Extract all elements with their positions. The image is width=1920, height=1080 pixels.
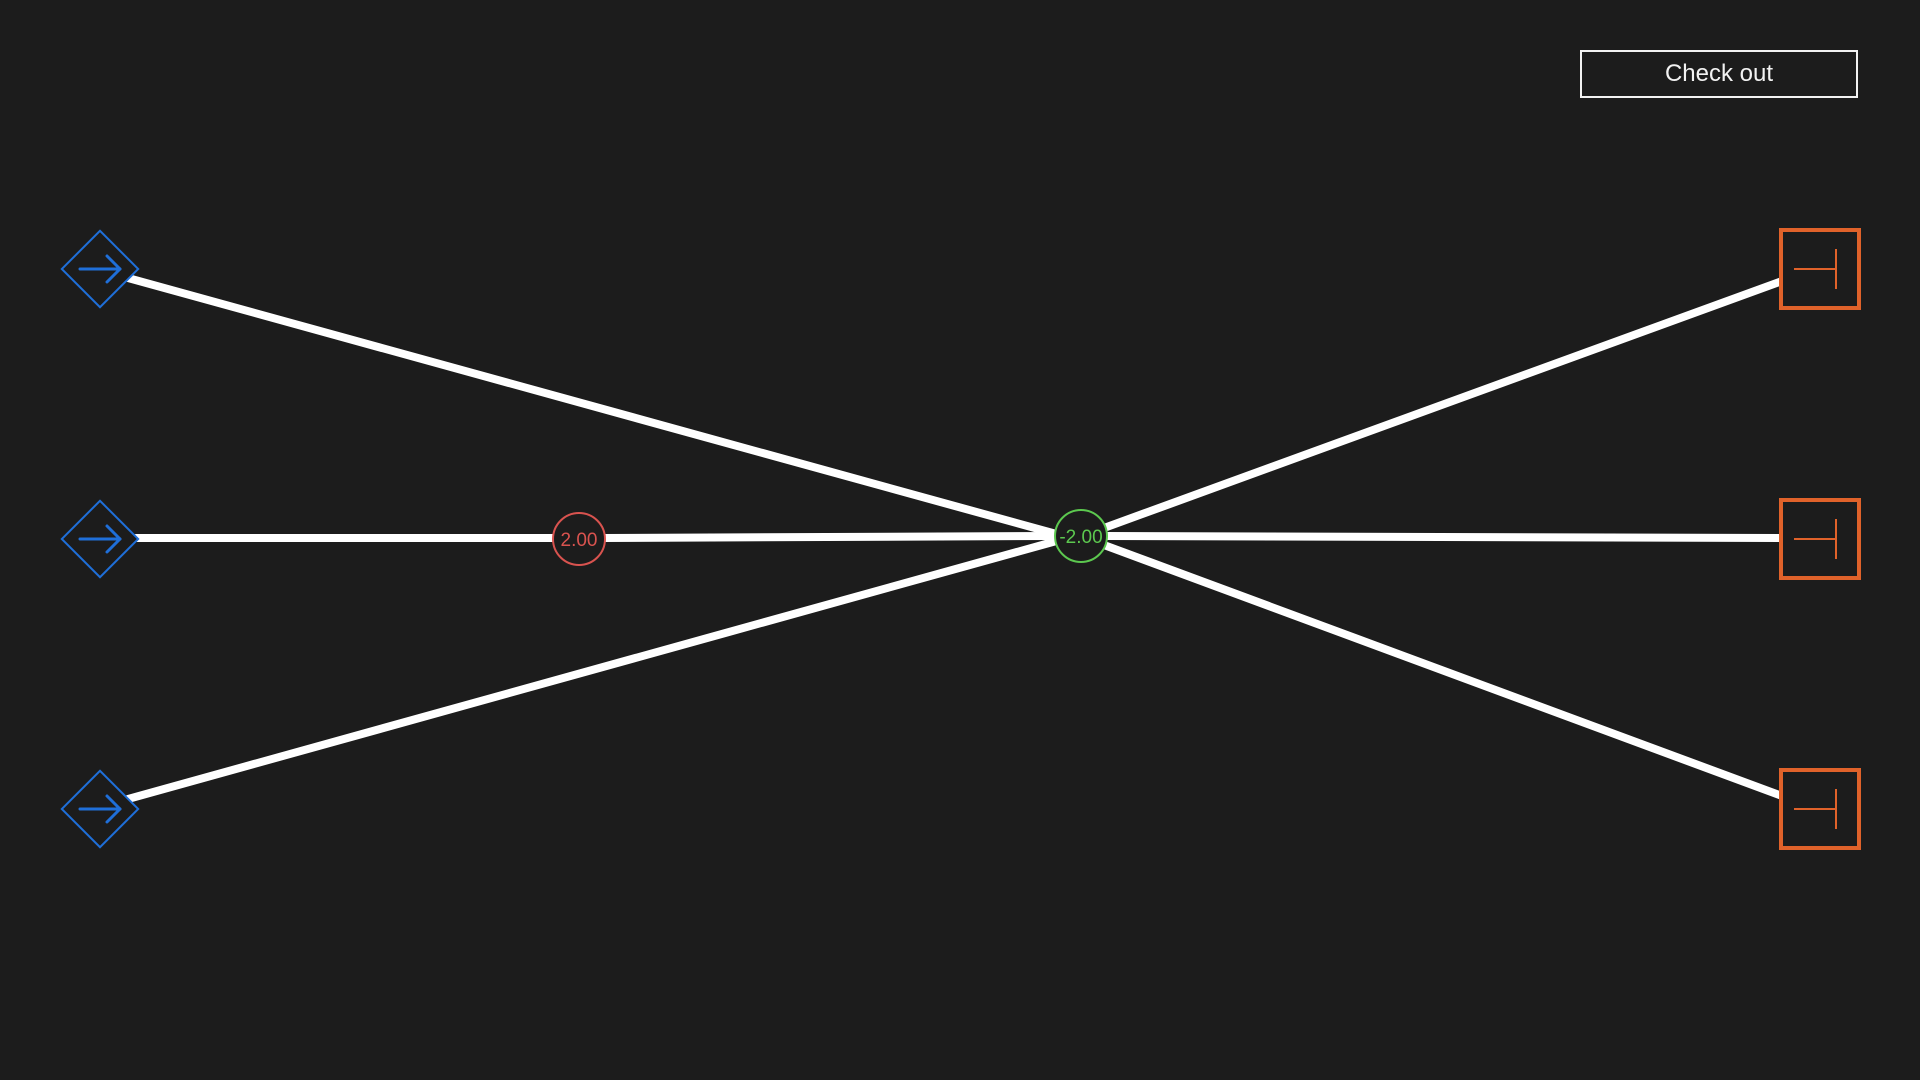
sink-3[interactable] (1779, 768, 1861, 850)
junction-node-label: -2.00 (1059, 527, 1102, 548)
wire-junction-sink-2[interactable] (1101, 532, 1786, 542)
junction-node[interactable]: -2.00 (1054, 509, 1108, 563)
wire-junction-sink-3[interactable] (1100, 541, 1786, 800)
terminal-stop-icon (1794, 519, 1837, 559)
terminal-stop-icon (1794, 789, 1837, 829)
middle-node-label: 2.00 (561, 530, 598, 551)
wire-source-1-junction[interactable] (124, 274, 1064, 539)
wire-source-3-junction[interactable] (124, 536, 1064, 803)
terminal-stop-icon (1794, 249, 1837, 289)
check-out-button[interactable]: Check out (1580, 50, 1858, 98)
middle-node[interactable]: 2.00 (552, 512, 606, 566)
arrow-right-icon (78, 254, 122, 284)
source-3[interactable] (60, 769, 140, 849)
source-1[interactable] (60, 229, 140, 309)
arrow-right-icon (78, 794, 122, 824)
sink-1[interactable] (1779, 228, 1861, 310)
wires (124, 274, 1786, 803)
arrow-right-icon (78, 524, 122, 554)
wire-middle-node-junction[interactable] (600, 532, 1059, 542)
sink-2[interactable] (1779, 498, 1861, 580)
source-2[interactable] (60, 499, 140, 579)
wire-junction-sink-1[interactable] (1100, 277, 1786, 532)
